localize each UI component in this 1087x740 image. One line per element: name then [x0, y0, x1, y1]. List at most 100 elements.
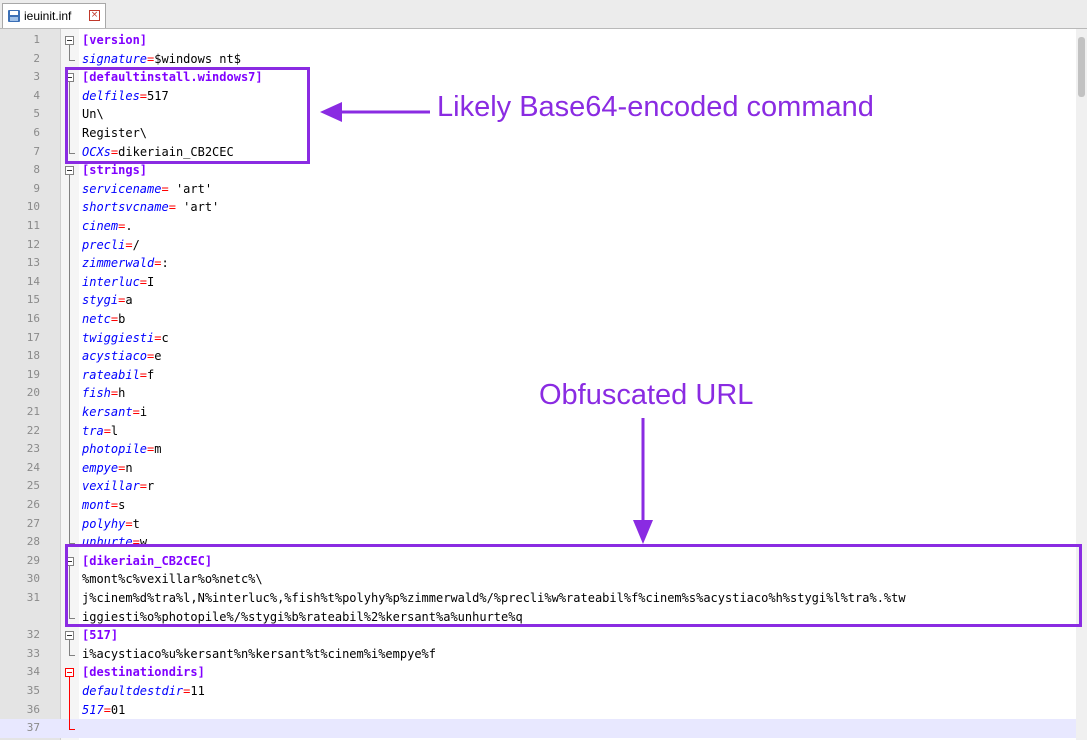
key-text: defaultdestdir [82, 684, 184, 698]
equals-operator: = [139, 479, 148, 494]
fold-end [69, 654, 75, 656]
value-text: w [139, 535, 148, 550]
line-number: 35 [26, 684, 40, 697]
code-line[interactable]: 30%mont%c%vexillar%o%netc%\ [0, 570, 1076, 589]
fold-toggle-icon[interactable] [65, 668, 74, 678]
line-number-gutter [0, 29, 61, 740]
line-number: 26 [26, 498, 40, 511]
line-number: 11 [26, 219, 40, 232]
equals-operator: = [110, 386, 119, 401]
scroll-thumb[interactable] [1078, 37, 1085, 97]
line-number: 1 [33, 33, 40, 46]
code-line[interactable]: 36 517=01 [0, 701, 1076, 720]
code-line[interactable]: 34[destinationdirs] [0, 663, 1076, 682]
section-header: [defaultinstall.windows7] [82, 70, 263, 85]
fold-guide [69, 82, 70, 153]
fold-toggle-icon[interactable] [65, 166, 74, 176]
equals-operator: = [125, 516, 133, 531]
key-text: servicename [82, 181, 162, 196]
code-line[interactable]: iggiesti%o%photopile%/%stygi%b%rateabil%… [0, 608, 1076, 627]
line-number: 37 [26, 721, 40, 735]
vertical-scrollbar[interactable] [1076, 29, 1087, 740]
value-text: s [118, 498, 126, 512]
line-content: [destinationdirs] [82, 663, 205, 682]
line-number: 13 [26, 256, 40, 270]
line-number: 25 [26, 479, 40, 493]
line-number: 20 [26, 386, 40, 400]
section-header: [strings] [82, 163, 148, 178]
equals-operator: = [132, 535, 140, 550]
line-content: [517] [82, 626, 118, 645]
code-line[interactable]: 37 [0, 719, 1076, 738]
equals-operator: = [132, 405, 140, 419]
line-number: 4 [33, 88, 40, 102]
fold-toggle-icon[interactable] [65, 36, 74, 45]
code-line[interactable]: 32[517] [0, 626, 1076, 645]
value-text: h [118, 386, 126, 401]
line-number: 36 [26, 702, 40, 716]
line-number: 2 [33, 51, 40, 65]
plain-text: Un\ [82, 107, 104, 122]
line-content: [dikeriain_CB2CEC] [82, 552, 212, 571]
file-icon [8, 10, 20, 22]
line-content: twiggiesti=c [82, 329, 169, 348]
code-line[interactable]: 29[dikeriain_CB2CEC] [0, 552, 1076, 571]
line-number: 28 [26, 535, 40, 549]
equals-operator: = [168, 200, 176, 215]
line-content: stygi=a [82, 291, 133, 310]
url-arrow [633, 418, 653, 544]
fold-guide [69, 565, 70, 618]
line-number: 27 [26, 516, 40, 530]
line-number: 31 [26, 591, 40, 604]
value-text: f [147, 367, 155, 382]
line-content: 517=01 [82, 701, 125, 720]
line-number: 3 [33, 70, 40, 84]
code-line[interactable]: 1[version] [0, 31, 1076, 50]
equals-operator: = [139, 274, 148, 289]
line-content: iggiesti%o%photopile%/%stygi%b%rateabil%… [82, 608, 523, 627]
line-number: 14 [26, 274, 40, 288]
key-text: photopile [82, 442, 148, 457]
fold-toggle-icon[interactable] [65, 631, 74, 641]
value-text: e [154, 349, 162, 364]
line-number: 8 [33, 163, 40, 177]
command-arrow [320, 102, 430, 122]
code-line[interactable]: 3 [defaultinstall.windows7] [0, 68, 1076, 87]
key-text: tra [82, 423, 104, 438]
value-text: c [161, 330, 169, 345]
code-line[interactable]: 8 [strings] [0, 161, 1076, 180]
key-text: signature [82, 51, 148, 66]
line-content: servicename= 'art' [82, 180, 212, 199]
file-tab[interactable]: ieuinit.inf × [2, 3, 106, 28]
line-content: [strings] [82, 161, 147, 180]
close-icon[interactable]: × [89, 10, 100, 21]
